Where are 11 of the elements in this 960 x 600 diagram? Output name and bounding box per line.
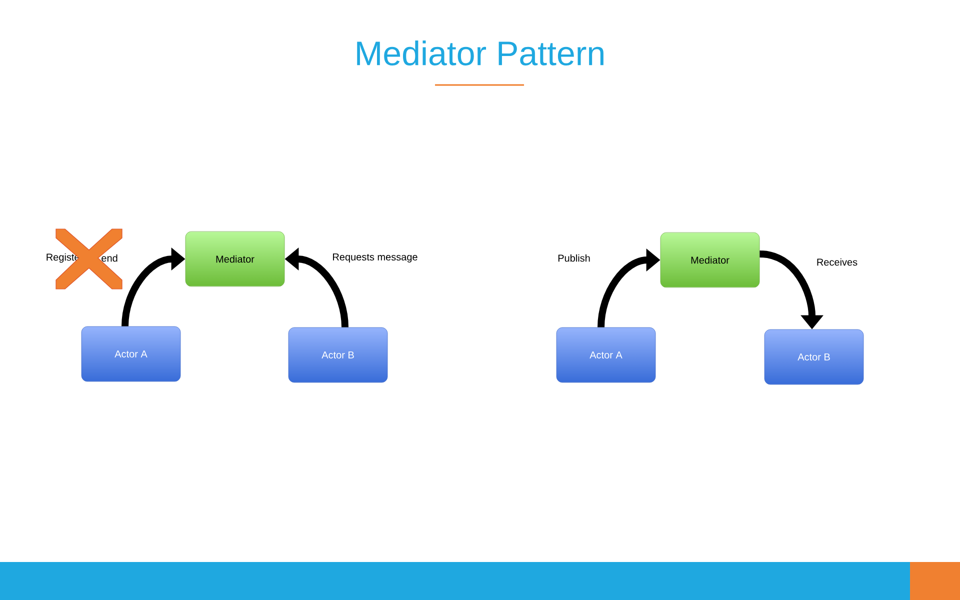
text-label: Requests message bbox=[333, 254, 418, 262]
text-label: Publish bbox=[558, 254, 590, 262]
text-label: end bbox=[102, 254, 118, 262]
title: Mediator Pattern bbox=[357, 40, 604, 66]
text-label: Receives bbox=[817, 258, 858, 266]
actor-box: Actor B bbox=[764, 329, 864, 385]
mediator-box: Mediator bbox=[660, 232, 760, 288]
actor-box: Actor A bbox=[556, 327, 656, 383]
mediator-box: Mediator bbox=[185, 231, 285, 287]
actor-box: Actor A bbox=[81, 326, 181, 382]
actor-box: Actor B bbox=[288, 327, 388, 383]
